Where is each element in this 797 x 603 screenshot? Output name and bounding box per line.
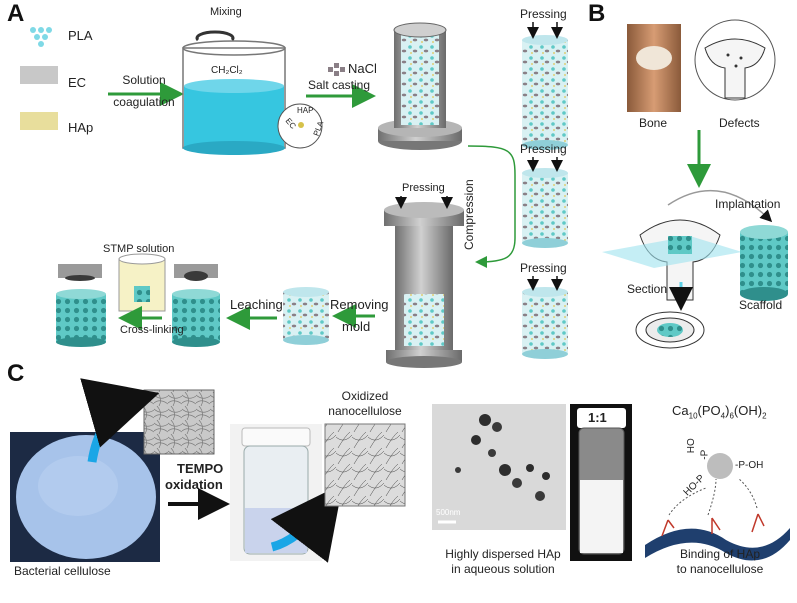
pressed-column-2 bbox=[522, 157, 568, 248]
vial-hap bbox=[570, 404, 632, 561]
vial-oxidized bbox=[230, 424, 322, 561]
hap-tem bbox=[432, 404, 566, 530]
label-salt-casting: Salt casting bbox=[308, 78, 371, 92]
cellulose-sem bbox=[143, 389, 215, 455]
label-scaffold: Scaffold bbox=[739, 298, 783, 312]
final-scaffold bbox=[56, 264, 106, 347]
label-mixing: Mixing bbox=[210, 6, 242, 18]
label-binding-2: to nanocellulose bbox=[676, 562, 764, 576]
label-ec: EC bbox=[68, 75, 87, 90]
label-pressing-2: Pressing bbox=[520, 142, 567, 156]
stmp-beaker bbox=[118, 253, 166, 312]
panel-label-b: B bbox=[588, 0, 606, 27]
label-solution: Solution bbox=[122, 73, 166, 87]
ec-particles bbox=[20, 66, 58, 84]
section-view bbox=[635, 311, 705, 349]
scale-bar-label: 500nm bbox=[436, 508, 461, 517]
pressing-mold bbox=[384, 196, 464, 368]
label-dispersed-1: Highly dispersed HAp bbox=[445, 547, 561, 561]
label-oxidized: Oxidized bbox=[341, 389, 389, 403]
label-nacl: NaCl bbox=[348, 61, 377, 76]
label-pressing-mold: Pressing bbox=[402, 182, 445, 194]
label-bacterial-cellulose: Bacterial cellulose bbox=[14, 564, 111, 578]
label-oxidation: oxidation bbox=[165, 477, 223, 492]
label-p-top: -P bbox=[699, 449, 711, 460]
pressed-column-3 bbox=[522, 276, 568, 359]
label-mold: mold bbox=[342, 319, 371, 334]
label-stmp: STMP solution bbox=[103, 243, 175, 255]
label-leaching: Leaching bbox=[230, 297, 283, 312]
label-ratio: 1:1 bbox=[588, 410, 607, 425]
leached-scaffold bbox=[172, 264, 220, 347]
label-pressing-3: Pressing bbox=[520, 261, 567, 275]
nanocellulose-tem bbox=[324, 423, 406, 507]
beaker bbox=[182, 30, 286, 155]
label-compression: Compression bbox=[462, 179, 476, 250]
scaffold-before-leaching bbox=[283, 287, 329, 345]
implantation-arc bbox=[667, 189, 773, 223]
label-p-oh: -P-OH bbox=[735, 460, 764, 471]
label-section: Section bbox=[627, 282, 668, 296]
label-binding-1: Binding of HAp bbox=[679, 547, 761, 561]
label-bone: Bone bbox=[639, 116, 668, 130]
label-solvent: CH₂Cl₂ bbox=[211, 65, 243, 76]
defect-bone-inset bbox=[694, 19, 776, 101]
hap-particles bbox=[20, 112, 58, 130]
nacl-crystals bbox=[328, 63, 345, 76]
hap-binding-schematic bbox=[645, 453, 790, 561]
label-implantation: Implantation bbox=[715, 197, 781, 211]
label-pla: PLA bbox=[68, 28, 93, 43]
bone-with-section bbox=[602, 219, 742, 301]
label-cross-linking: Cross-linking bbox=[120, 324, 184, 336]
scaffold-b bbox=[740, 225, 788, 301]
label-pressing-1: Pressing bbox=[520, 7, 567, 21]
panel-label-a: A bbox=[7, 0, 25, 27]
pressed-column-1 bbox=[522, 22, 568, 150]
label-nanocellulose: nanocellulose bbox=[328, 404, 402, 418]
panel-label-c: C bbox=[7, 360, 25, 387]
hap-formula: Ca10(PO4)6(OH)2 bbox=[672, 403, 767, 421]
label-tempo: TEMPO bbox=[177, 461, 224, 476]
arrow-zoom-cellulose bbox=[80, 378, 160, 463]
casting-mold bbox=[378, 22, 462, 150]
label-dispersed-2: in aqueous solution bbox=[451, 562, 555, 576]
label-hap: HAp bbox=[68, 120, 94, 135]
compression-bracket bbox=[467, 145, 516, 268]
pla-particles bbox=[30, 27, 52, 47]
inset-hap: HAP bbox=[297, 106, 314, 115]
bacterial-cellulose-photo bbox=[10, 432, 160, 562]
knee-image bbox=[627, 24, 681, 112]
beaker-inset bbox=[277, 103, 323, 149]
label-ho-top: HO bbox=[685, 438, 697, 454]
label-coagulation: coagulation bbox=[113, 95, 175, 109]
label-removing: Removing bbox=[330, 297, 389, 312]
label-defects: Defects bbox=[719, 116, 760, 130]
